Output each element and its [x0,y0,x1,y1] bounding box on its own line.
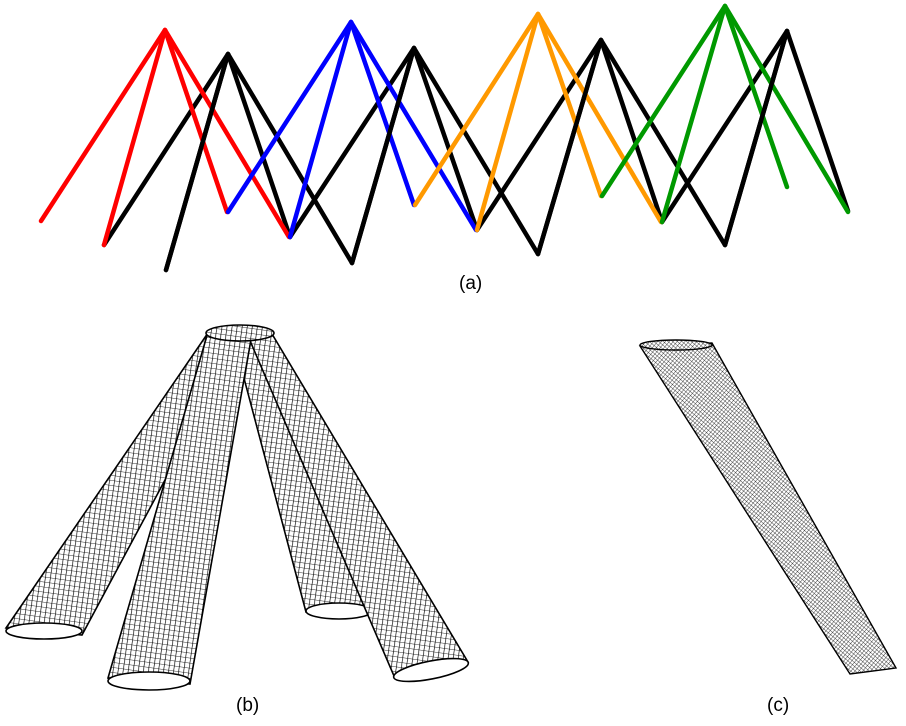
caption-c: (c) [767,695,790,716]
panel-b-tripod-tubes [4,324,470,691]
single-tube-body [638,342,898,675]
caption-a: (a) [459,273,483,294]
panel-c-single-tube [638,339,898,675]
blue-tripod [225,19,479,240]
single-tube-top [639,339,713,351]
tube-back-right-end [305,602,373,620]
orange-tripod [412,11,664,233]
black-tripod-2 [287,45,541,266]
tube-right-end [392,657,470,683]
red-tripod [38,27,292,248]
black-tripod-1 [101,51,355,273]
tube-front-end [107,671,191,691]
black-tripod-3 [474,37,728,257]
caption-b: (b) [236,695,260,716]
black-overlay-strokes [163,28,790,273]
green-tripod [599,3,851,225]
tube-left-end [5,622,83,640]
tube-joint-top [205,324,275,342]
panel-a-skeleton-diagram [38,3,851,273]
